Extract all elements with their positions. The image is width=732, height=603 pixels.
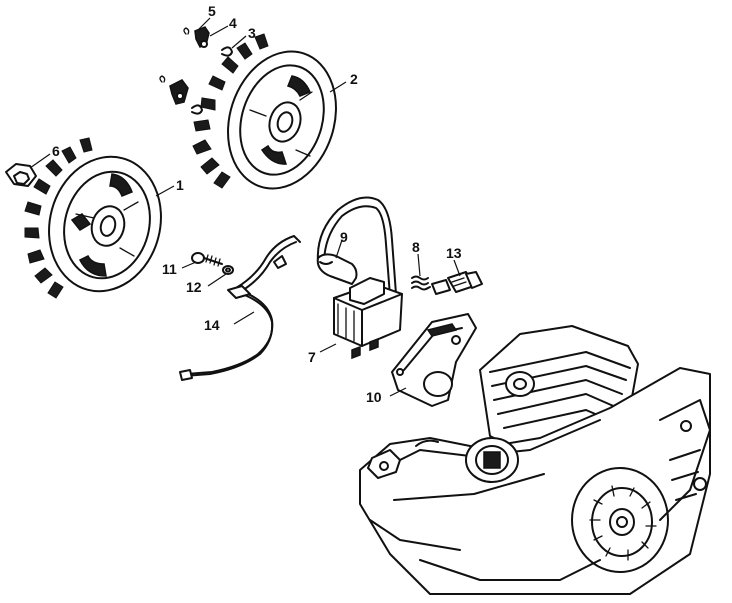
callout-13: 13 — [446, 245, 462, 261]
flywheel-lower[interactable] — [24, 137, 176, 304]
engine-housing — [359, 325, 711, 595]
screw-and-washer[interactable] — [191, 252, 234, 275]
callout-12: 12 — [186, 279, 202, 295]
terminal-spring[interactable] — [411, 275, 429, 291]
callout-10: 10 — [366, 389, 382, 405]
module-bracket[interactable] — [391, 313, 477, 407]
callout-7: 7 — [308, 349, 316, 365]
callout-6: 6 — [52, 143, 60, 159]
wire-harness[interactable] — [179, 235, 301, 381]
callout-3: 3 — [248, 25, 256, 41]
callout-2: 2 — [350, 71, 358, 87]
pawl-parts[interactable] — [159, 26, 233, 115]
flywheel-upper[interactable] — [192, 33, 353, 203]
callout-14: 14 — [204, 317, 220, 333]
flywheel-nut[interactable] — [5, 163, 37, 187]
callout-1: 1 — [176, 177, 184, 193]
callout-8: 8 — [412, 239, 420, 255]
callout-11: 11 — [162, 261, 177, 277]
callout-4: 4 — [229, 15, 237, 31]
spark-plug[interactable] — [425, 271, 483, 295]
callout-5: 5 — [208, 3, 216, 19]
callout-9: 9 — [340, 229, 348, 245]
ignition-module[interactable] — [316, 196, 403, 360]
leader-lines — [29, 17, 461, 397]
callout-labels: 5 4 3 2 6 1 9 8 13 11 12 14 7 10 — [52, 3, 462, 405]
